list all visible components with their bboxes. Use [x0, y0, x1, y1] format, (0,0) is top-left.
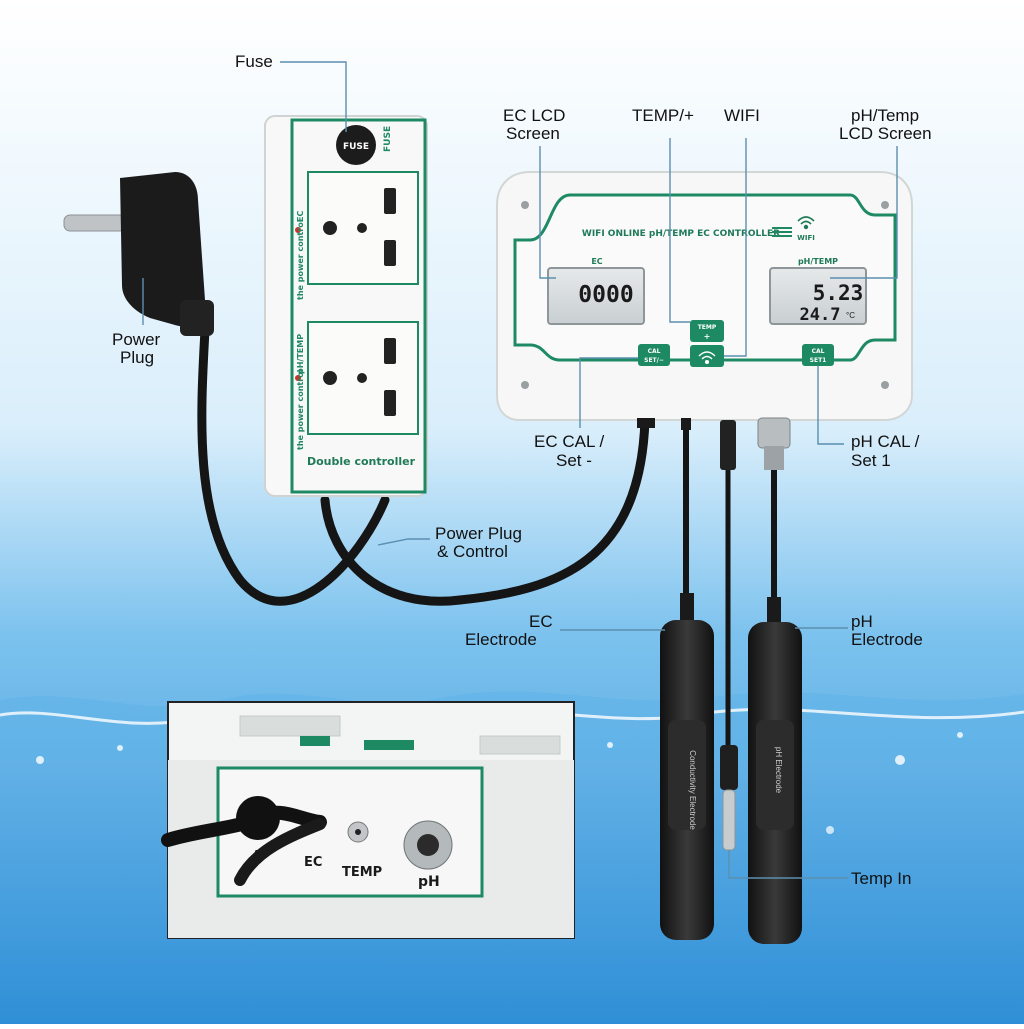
power-plug	[63, 172, 214, 336]
temp-jack-icon	[720, 420, 736, 470]
ec-cal-button-label: CAL	[648, 348, 661, 355]
power-strip-footer: Double controller	[307, 455, 416, 468]
side-label-top: the power control	[296, 219, 305, 300]
callout-ec-lcd-2: Screen	[506, 124, 560, 143]
screw-icons	[521, 201, 889, 389]
inset-port-ec: EC	[304, 855, 322, 870]
temp-lcd-value: 24.7	[800, 305, 841, 325]
ph-electrode: pH Electrode	[748, 597, 802, 944]
inset-ports-photo: A EC TEMP pH	[161, 701, 575, 939]
ec-cal-button[interactable]: CAL SET/−	[638, 344, 670, 366]
temp-lcd-unit: °C	[846, 311, 855, 320]
ec-cable-gland-icon	[681, 418, 691, 430]
callout-ec-lcd-1: EC LCD	[503, 106, 565, 125]
callout-pp-control-1: Power Plug	[435, 524, 522, 543]
callout-power-plug-1: Power	[112, 330, 161, 349]
callout-temp-in: Temp In	[851, 869, 911, 888]
temp-probe	[720, 745, 738, 851]
callout-pp-control-2: & Control	[437, 542, 508, 561]
side-label-bottom-tag: pH/TEMP	[296, 334, 305, 374]
power-cable-gland-icon	[637, 418, 655, 428]
ph-cal-button-sub: SET1	[810, 357, 827, 364]
inset-port-temp: TEMP	[342, 865, 382, 880]
side-label-top-tag: EC	[296, 211, 305, 222]
callout-ph-electrode-1: pH	[851, 612, 873, 631]
callout-ec-cal-1: EC CAL /	[534, 432, 605, 451]
wifi-button[interactable]	[690, 345, 724, 367]
callout-ec-electrode-1: EC	[529, 612, 553, 631]
leader-lines	[142, 61, 898, 879]
inset-port-a: A	[252, 849, 262, 864]
callout-ph-lcd-1: pH/Temp	[851, 106, 919, 125]
callout-labels: Fuse Power Plug EC LCD Screen TEMP/+ WIF…	[112, 52, 932, 888]
bnc-connector-icon	[757, 417, 791, 449]
indicator-led-top	[295, 227, 301, 233]
indicator-led-bottom	[295, 375, 301, 381]
ec-lcd-screen	[547, 267, 645, 325]
temp-button-label: TEMP	[698, 324, 717, 331]
ec-electrode: Conductivity Electrode	[660, 593, 714, 940]
callout-wifi: WIFI	[724, 106, 760, 125]
fuse-side-label: FUSE	[383, 126, 393, 152]
socket-bottom-holes-icon	[323, 338, 396, 416]
ec-screen-title: EC	[591, 257, 602, 266]
callout-power-plug-2: Plug	[120, 348, 154, 367]
ph-electrode-body-text: pH Electrode	[774, 747, 783, 794]
controller-title-bars	[772, 227, 792, 237]
callout-ph-lcd-2: LCD Screen	[839, 124, 932, 143]
ec-electrode-body-text: Conductivity Electrode	[688, 750, 697, 830]
fuse-cap-label: FUSE	[343, 142, 369, 152]
temp-plus-button[interactable]: TEMP +	[690, 320, 724, 342]
ph-lcd-value: 5.23	[813, 281, 864, 305]
callout-fuse: Fuse	[235, 52, 273, 71]
socket-top-holes-icon	[323, 188, 396, 266]
power-strip: FUSE FUSE the power control EC the power…	[264, 115, 428, 497]
wifi-button-icon	[698, 351, 716, 365]
callout-temp-plus: TEMP/+	[632, 106, 694, 125]
ph-cal-button[interactable]: CAL SET1	[802, 344, 834, 366]
bnc-plug-icon	[764, 446, 784, 470]
ph-cal-button-label: CAL	[812, 348, 825, 355]
fuse-cap-icon	[336, 125, 376, 165]
callout-ph-cal-2: Set 1	[851, 451, 891, 470]
ph-lcd-screen	[769, 267, 867, 325]
temp-button-plus: +	[704, 332, 711, 341]
wifi-badge-icon	[797, 216, 815, 230]
cables	[197, 325, 777, 763]
callout-ec-electrode-2: Electrode	[465, 630, 537, 649]
wifi-badge-label: WIFI	[797, 234, 815, 242]
side-label-bottom: the power control	[296, 369, 305, 450]
inset-port-ph: pH	[418, 874, 440, 890]
ph-screen-title: pH/TEMP	[798, 257, 838, 266]
controller-title: WIFI ONLINE pH/TEMP EC CONTROLLER	[582, 229, 780, 239]
callout-ph-cal-1: pH CAL /	[851, 432, 920, 451]
callout-ec-cal-2: Set -	[556, 451, 592, 470]
ec-cal-button-sub: SET/−	[644, 357, 664, 364]
ec-lcd-value: 0000	[578, 282, 633, 308]
callout-ph-electrode-2: Electrode	[851, 630, 923, 649]
